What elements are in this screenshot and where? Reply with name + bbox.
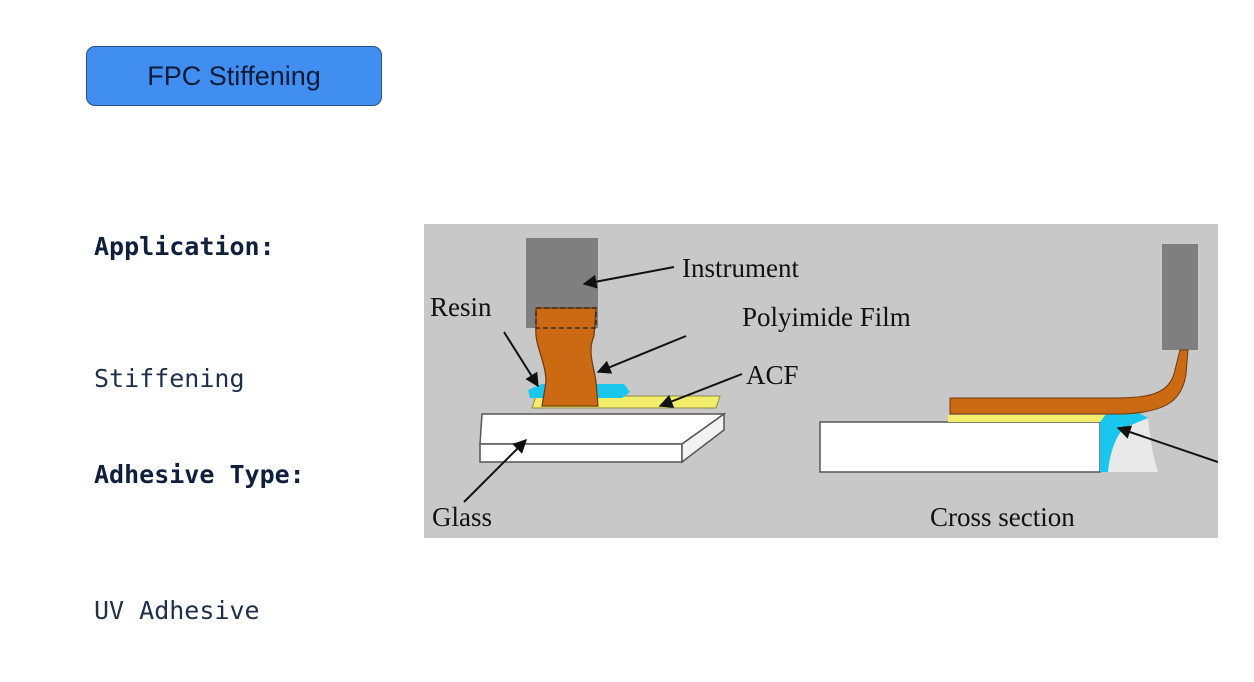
- acf-label: ACF: [746, 360, 799, 390]
- adhesive-type-heading: Adhesive Type:: [94, 460, 305, 489]
- cross-section-arrow: [1116, 425, 1218, 463]
- glass-front: [479, 443, 683, 463]
- acf-arrow: [658, 373, 743, 408]
- cross-section-instrument: [1162, 244, 1198, 350]
- glass-label: Glass: [432, 502, 492, 532]
- cross-section-polyimide: [949, 349, 1189, 415]
- fpc-stiffening-diagram: Instrument Resin Polyimide Film ACF Glas…: [424, 224, 1218, 538]
- page-title: FPC Stiffening: [147, 60, 321, 91]
- cross-section-label: Cross section: [930, 502, 1075, 532]
- glass-arrow: [463, 439, 527, 503]
- resin-label: Resin: [430, 292, 492, 322]
- cross-section-acf: [948, 415, 1110, 422]
- cross-section-resin: [1100, 404, 1148, 472]
- resin-arrow: [503, 331, 539, 388]
- application-heading: Application:: [94, 232, 275, 261]
- instrument-label: Instrument: [682, 253, 799, 283]
- polyimide-arrow: [596, 335, 687, 374]
- instrument-arrow: [582, 266, 675, 289]
- title-badge: FPC Stiffening: [86, 46, 382, 106]
- application-value: Stiffening: [94, 364, 245, 393]
- cross-section-glass: [819, 421, 1101, 473]
- polyimide-label: Polyimide Film: [742, 302, 911, 332]
- polyimide-film: [535, 307, 599, 407]
- adhesive-type-value: UV Adhesive: [94, 596, 260, 625]
- glass-side: [681, 412, 725, 464]
